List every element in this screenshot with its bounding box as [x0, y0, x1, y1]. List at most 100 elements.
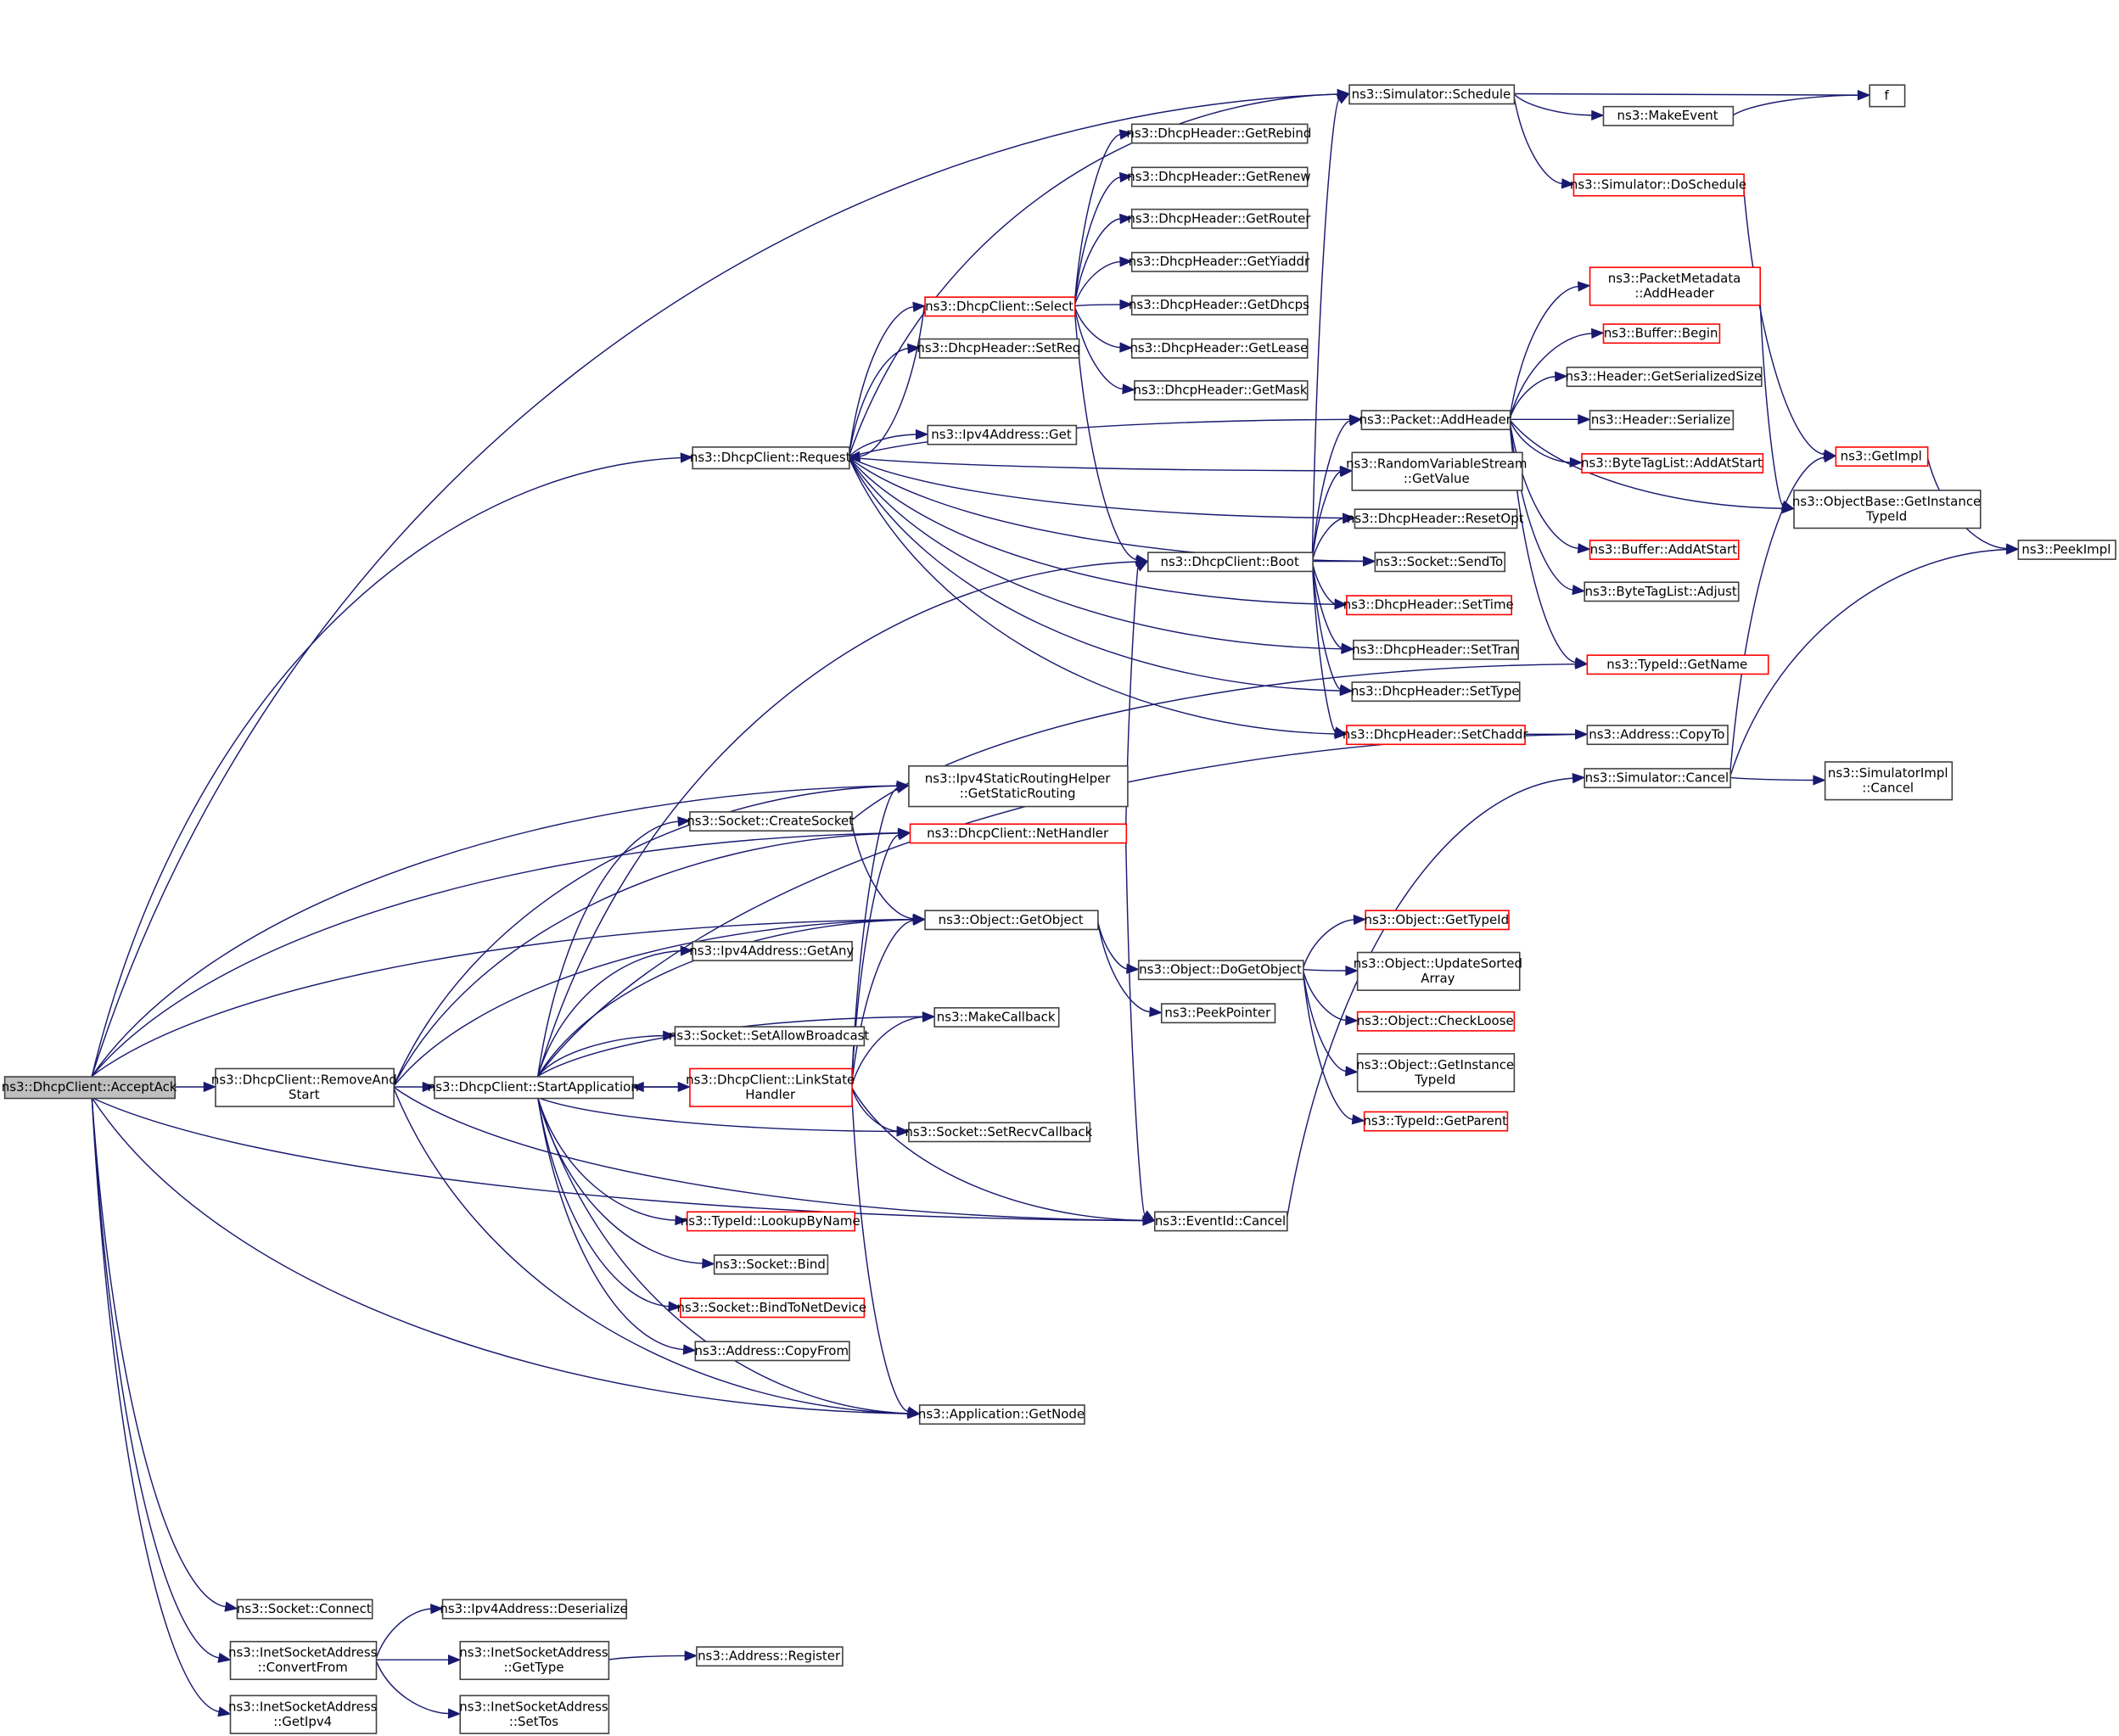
node-set-allow-broadcast[interactable]: ns3::Socket::SetAllowBroadcast [669, 1026, 870, 1047]
node-set-tos[interactable]: ns3::InetSocketAddress::SetTos [459, 1694, 610, 1734]
node-set-type[interactable]: ns3::DhcpHeader::SetType [1351, 681, 1521, 703]
node-set-tran[interactable]: ns3::DhcpHeader::SetTran [1352, 639, 1519, 660]
node-label: ns3::Simulator::Schedule [1352, 87, 1511, 102]
node-get-node[interactable]: ns3::Application::GetNode [918, 1404, 1085, 1425]
node-set-time[interactable]: ns3::DhcpHeader::SetTime [1343, 595, 1514, 616]
arrowhead-icon [1569, 456, 1584, 468]
arrowhead-icon [1119, 299, 1133, 311]
node-ipv4-get[interactable]: ns3::Ipv4Address::Get [927, 424, 1078, 445]
edge-do-get-object-to-get-parent [1302, 969, 1365, 1125]
node-type-id-get-name[interactable]: ns3::TypeId::GetName [1586, 654, 1769, 675]
edge-do-get-object-to-update-sorted-array [1303, 965, 1359, 977]
node-get-router[interactable]: ns3::DhcpHeader::GetRouter [1127, 208, 1311, 229]
node-btladd-at-start[interactable]: ns3::ByteTagList::AddAtStart [1581, 453, 1764, 473]
node-box [1584, 768, 1731, 789]
node-socket-bind[interactable]: ns3::Socket::Bind [713, 1254, 829, 1275]
node-lookup-by-name[interactable]: ns3::TypeId::LookupByName [681, 1211, 860, 1232]
node-connect[interactable]: ns3::Socket::Connect [236, 1599, 373, 1620]
edge-boot-to-set-type [1311, 561, 1354, 695]
node-reset-opt[interactable]: ns3::DhcpHeader::ResetOpt [1347, 508, 1524, 529]
edge-line [392, 832, 900, 1088]
edge-event-id-cancel-to-sim-cancel [1286, 773, 1586, 1221]
node-buffer-begin[interactable]: ns3::Buffer::Begin [1602, 323, 1721, 344]
node-create-socket[interactable]: ns3::Socket::CreateSocket [687, 811, 854, 832]
node-obj-get-type-id[interactable]: ns3::Object::GetTypeId [1365, 910, 1510, 931]
node-select[interactable]: ns3::DhcpClient::Select [924, 296, 1076, 317]
node-get-dhcps[interactable]: ns3::DhcpHeader::GetDhcps [1129, 294, 1309, 316]
node-box [1584, 581, 1740, 602]
node-address-register[interactable]: ns3::Address::Register [696, 1646, 844, 1667]
node-address-copy-to[interactable]: ns3::Address::CopyTo [1586, 725, 1729, 746]
arrowhead-icon [430, 1603, 444, 1615]
node-start-application[interactable]: ns3::DhcpClient::StartApplication [428, 1076, 639, 1100]
node-set-chaddr[interactable]: ns3::DhcpHeader::SetChaddr [1343, 725, 1528, 746]
arrowhead-icon [1126, 963, 1140, 974]
node-box [1130, 294, 1309, 316]
node-get-static-routing[interactable]: ns3::Ipv4StaticRoutingHelper::GetStaticR… [908, 764, 1129, 808]
edge-line [1513, 92, 1592, 116]
edge-make-event-to-f [1732, 90, 1871, 116]
node-btladjust[interactable]: ns3::ByteTagList::Adjust [1584, 581, 1740, 602]
node-bind-to-net-device[interactable]: ns3::Socket::BindToNetDevice [677, 1297, 867, 1319]
node-label: ns3::GetImpl [1841, 449, 1922, 464]
node-sim-impl-cancel[interactable]: ns3::SimulatorImpl::Cancel [1824, 761, 1954, 801]
node-sim-cancel[interactable]: ns3::Simulator::Cancel [1584, 768, 1731, 789]
node-label: TypeId [1414, 1072, 1455, 1087]
node-request[interactable]: ns3::DhcpClient::Request [690, 446, 851, 470]
node-schedule[interactable]: ns3::Simulator::Schedule [1348, 84, 1516, 105]
node-get-serialized-size[interactable]: ns3::Header::GetSerializedSize [1566, 367, 1763, 388]
node-buffer-add-at-start[interactable]: ns3::Buffer::AddAtStart [1589, 540, 1740, 560]
node-send-to[interactable]: ns3::Socket::SendTo [1374, 552, 1506, 573]
node-peek-pointer[interactable]: ns3::PeekPointer [1160, 1003, 1276, 1024]
node-get-ipv4[interactable]: ns3::InetSocketAddress::GetIpv4 [228, 1694, 378, 1734]
edge-start-application-to-get-any [537, 945, 694, 1077]
node-rvsget-value[interactable]: ns3::RandomVariableStream::GetValue [1346, 451, 1528, 491]
node-packet-add-header[interactable]: ns3::Packet::AddHeader [1359, 410, 1512, 431]
node-label: ns3::DhcpHeader::ResetOpt [1347, 511, 1524, 526]
edge-line [1509, 419, 1579, 549]
node-get-rebind[interactable]: ns3::DhcpHeader::GetRebind [1126, 123, 1311, 144]
node-set-recv-callback[interactable]: ns3::Socket::SetRecvCallback [905, 1122, 1093, 1143]
edge-line [1512, 93, 1563, 185]
node-label: ns3::EventId::Cancel [1155, 1213, 1286, 1229]
node-event-id-cancel[interactable]: ns3::EventId::Cancel [1153, 1211, 1288, 1232]
node-get-mask[interactable]: ns3::DhcpHeader::GetMask [1134, 380, 1309, 401]
node-box [459, 1694, 610, 1734]
edge-remove-and-start-to-event-id-cancel [392, 1086, 1156, 1226]
node-get-any[interactable]: ns3::Ipv4Address::GetAny [689, 940, 854, 961]
node-f[interactable]: f [1869, 84, 1906, 108]
node-peek-impl[interactable]: ns3::PeekImpl [2017, 540, 2116, 560]
node-set-req[interactable]: ns3::DhcpHeader::SetReq [917, 338, 1080, 359]
node-pmadd-header[interactable]: ns3::PacketMetadata::AddHeader [1589, 266, 1761, 306]
node-boot[interactable]: ns3::DhcpClient::Boot [1147, 552, 1314, 573]
edge-line [1732, 94, 1858, 116]
node-get-yiaddr[interactable]: ns3::DhcpHeader::GetYiaddr [1129, 251, 1310, 272]
node-net-handler[interactable]: ns3::DhcpClient::NetHandler [909, 823, 1128, 844]
node-isaget-type[interactable]: ns3::InetSocketAddress::GetType [459, 1640, 610, 1681]
node-header-serialize[interactable]: ns3::Header::Serialize [1589, 410, 1735, 431]
node-get-impl[interactable]: ns3::GetImpl [1835, 446, 1929, 468]
arrowhead-icon [1149, 1006, 1163, 1017]
node-make-event[interactable]: ns3::MakeEvent [1602, 105, 1735, 126]
node-deserialize[interactable]: ns3::Ipv4Address::Deserialize [440, 1599, 628, 1620]
node-make-callback[interactable]: ns3::MakeCallback [933, 1007, 1060, 1028]
node-get-renew[interactable]: ns3::DhcpHeader::GetRenew [1127, 166, 1311, 188]
node-do-schedule[interactable]: ns3::Simulator::DoSchedule [1570, 173, 1746, 197]
node-box [686, 1211, 856, 1232]
node-get-parent[interactable]: ns3::TypeId::GetParent [1363, 1111, 1509, 1132]
node-check-loose[interactable]: ns3::Object::CheckLoose [1357, 1011, 1516, 1032]
node-copy-from[interactable]: ns3::Address::CopyFrom [694, 1341, 850, 1362]
node-get-object[interactable]: ns3::Object::GetObject [924, 910, 1099, 931]
node-do-get-object[interactable]: ns3::Object::DoGetObject [1137, 960, 1304, 981]
arrowhead-icon [1333, 726, 1348, 737]
arrowhead-icon [1341, 642, 1354, 653]
node-get-lease[interactable]: ns3::DhcpHeader::GetLease [1130, 338, 1309, 359]
node-convert-from[interactable]: ns3::InetSocketAddress::ConvertFrom [228, 1640, 378, 1681]
node-label: ns3::PeekImpl [2021, 541, 2111, 557]
